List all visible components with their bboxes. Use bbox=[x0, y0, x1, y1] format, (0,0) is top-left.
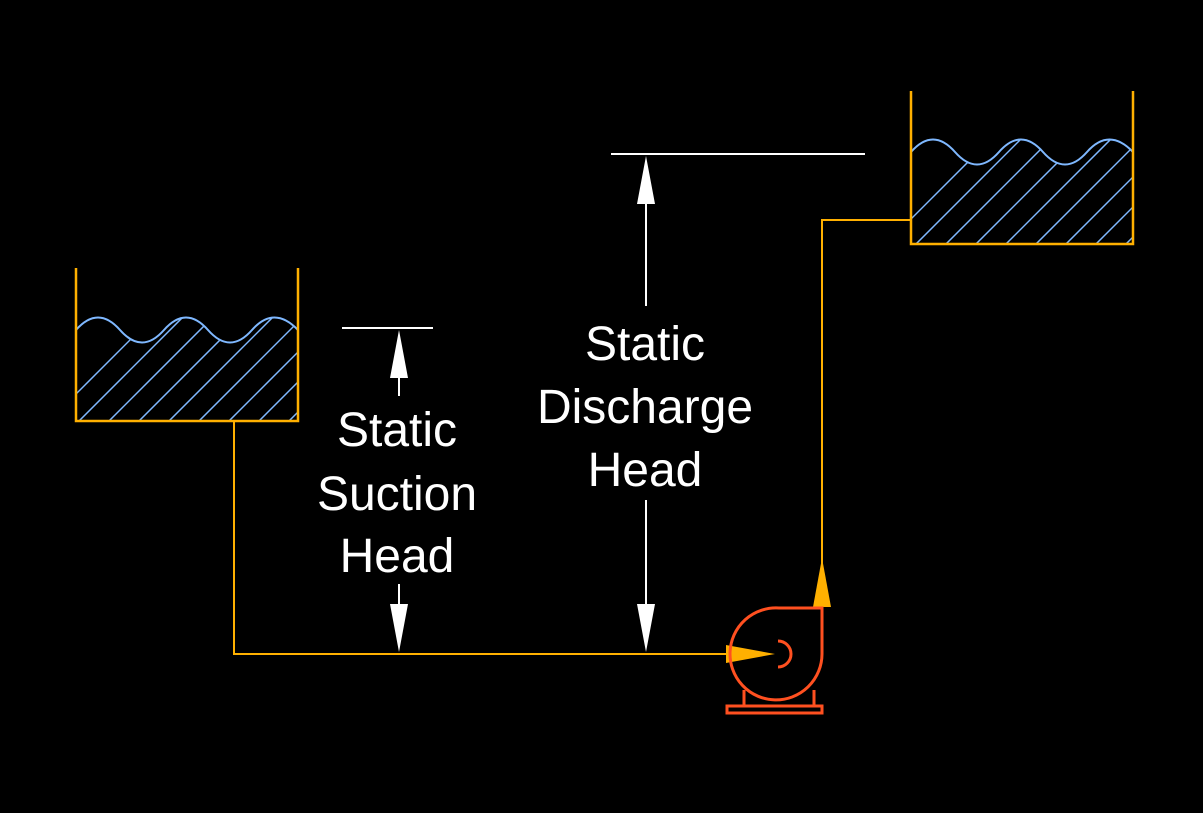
discharge-pipe bbox=[821, 219, 911, 640]
discharge-label-line-3: Head bbox=[588, 444, 703, 497]
centrifugal-pump-icon bbox=[725, 606, 824, 715]
discharge-head-label: Static Discharge Head bbox=[537, 318, 753, 497]
suction-label-line-3: Head bbox=[340, 530, 455, 583]
piping bbox=[233, 219, 911, 663]
suction-head-label: Static Suction Head bbox=[317, 404, 477, 583]
discharge-tank bbox=[909, 91, 1135, 246]
discharge-head-dimension bbox=[611, 153, 865, 652]
suction-tank bbox=[74, 268, 300, 423]
discharge-water-surface bbox=[910, 138, 1134, 166]
suction-tank-walls bbox=[74, 268, 300, 423]
suction-label-line-1: Static bbox=[337, 404, 457, 457]
suction-pipe bbox=[233, 421, 735, 655]
suction-flow-arrow bbox=[726, 645, 775, 663]
discharge-tank-hatch bbox=[911, 139, 1133, 243]
discharge-label-line-1: Static bbox=[585, 318, 705, 371]
suction-tank-hatch bbox=[76, 317, 298, 420]
discharge-tank-walls bbox=[909, 91, 1135, 246]
discharge-label-line-2: Discharge bbox=[537, 381, 753, 434]
suction-label-line-2: Suction bbox=[317, 468, 477, 521]
suction-head-dimension bbox=[342, 327, 433, 652]
suction-water-surface bbox=[75, 316, 299, 344]
discharge-flow-arrow bbox=[813, 558, 831, 607]
